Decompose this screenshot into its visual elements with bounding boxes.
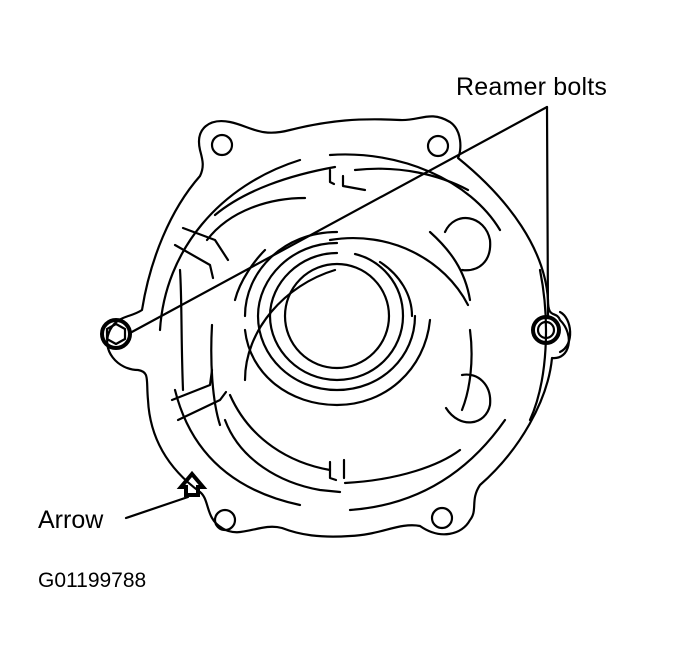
lug-hole-top-right xyxy=(426,134,450,158)
leader-lines xyxy=(124,105,550,520)
lug-hole-bottom-right xyxy=(430,506,454,530)
central-bore xyxy=(243,230,432,407)
housing-outline xyxy=(106,115,570,538)
leader-line-left-bolt xyxy=(128,105,549,335)
leader-line-arrow xyxy=(124,495,190,520)
housing-ribs xyxy=(158,153,548,512)
arrow-label: Arrow xyxy=(38,506,104,534)
bore-inner xyxy=(283,262,391,370)
lug-hole-top-left xyxy=(210,133,234,157)
figure-code: G01199788 xyxy=(38,569,147,592)
lug-hole-bottom-left xyxy=(213,508,237,532)
lug-holes xyxy=(210,133,454,532)
reamer-bolt-right xyxy=(531,310,572,354)
reamer-bolt-left xyxy=(100,318,132,350)
leader-line-right-bolt xyxy=(545,105,550,320)
direction-arrow-icon xyxy=(176,470,208,497)
reamer-bolts-label: Reamer bolts xyxy=(456,73,608,101)
